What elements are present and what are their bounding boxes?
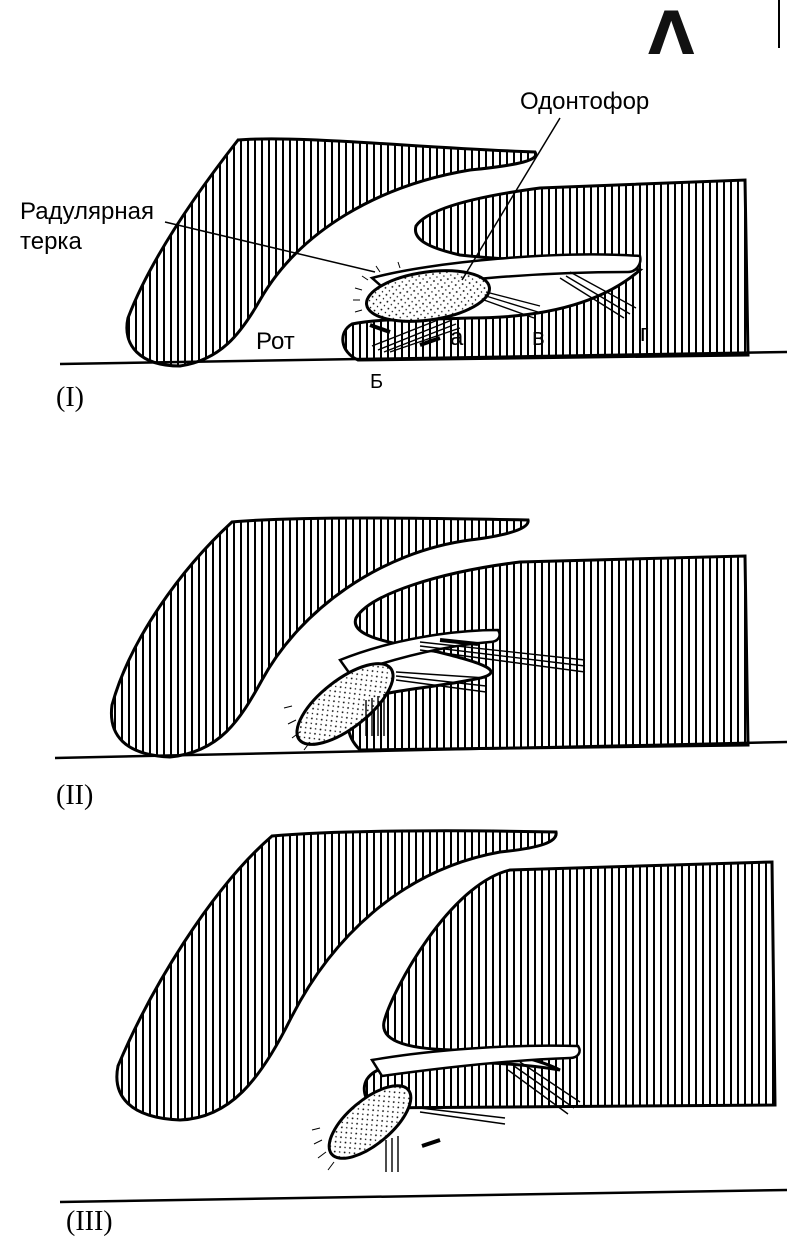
panel-1-label: (I) [56,384,84,412]
radula-label-line-1: Радулярная [20,200,154,224]
odontophore-label: Одонтофор [520,90,649,114]
panel-2-drawing [55,518,787,759]
muscle-b-label: Б [370,372,383,392]
panel-2-label: (II) [56,782,93,810]
panel-3-label: (III) [66,1208,113,1236]
panel-1-drawing [60,118,787,366]
panel-3-drawing [60,831,787,1202]
page-corner-glyph: Λ [648,4,694,64]
radula-label-line-2: терка [20,230,82,254]
muscle-a-label: а [450,326,463,350]
mouth-label: Рот [256,330,295,354]
muscle-v-label: в [532,326,545,350]
muscle-g-label: г [640,322,649,346]
